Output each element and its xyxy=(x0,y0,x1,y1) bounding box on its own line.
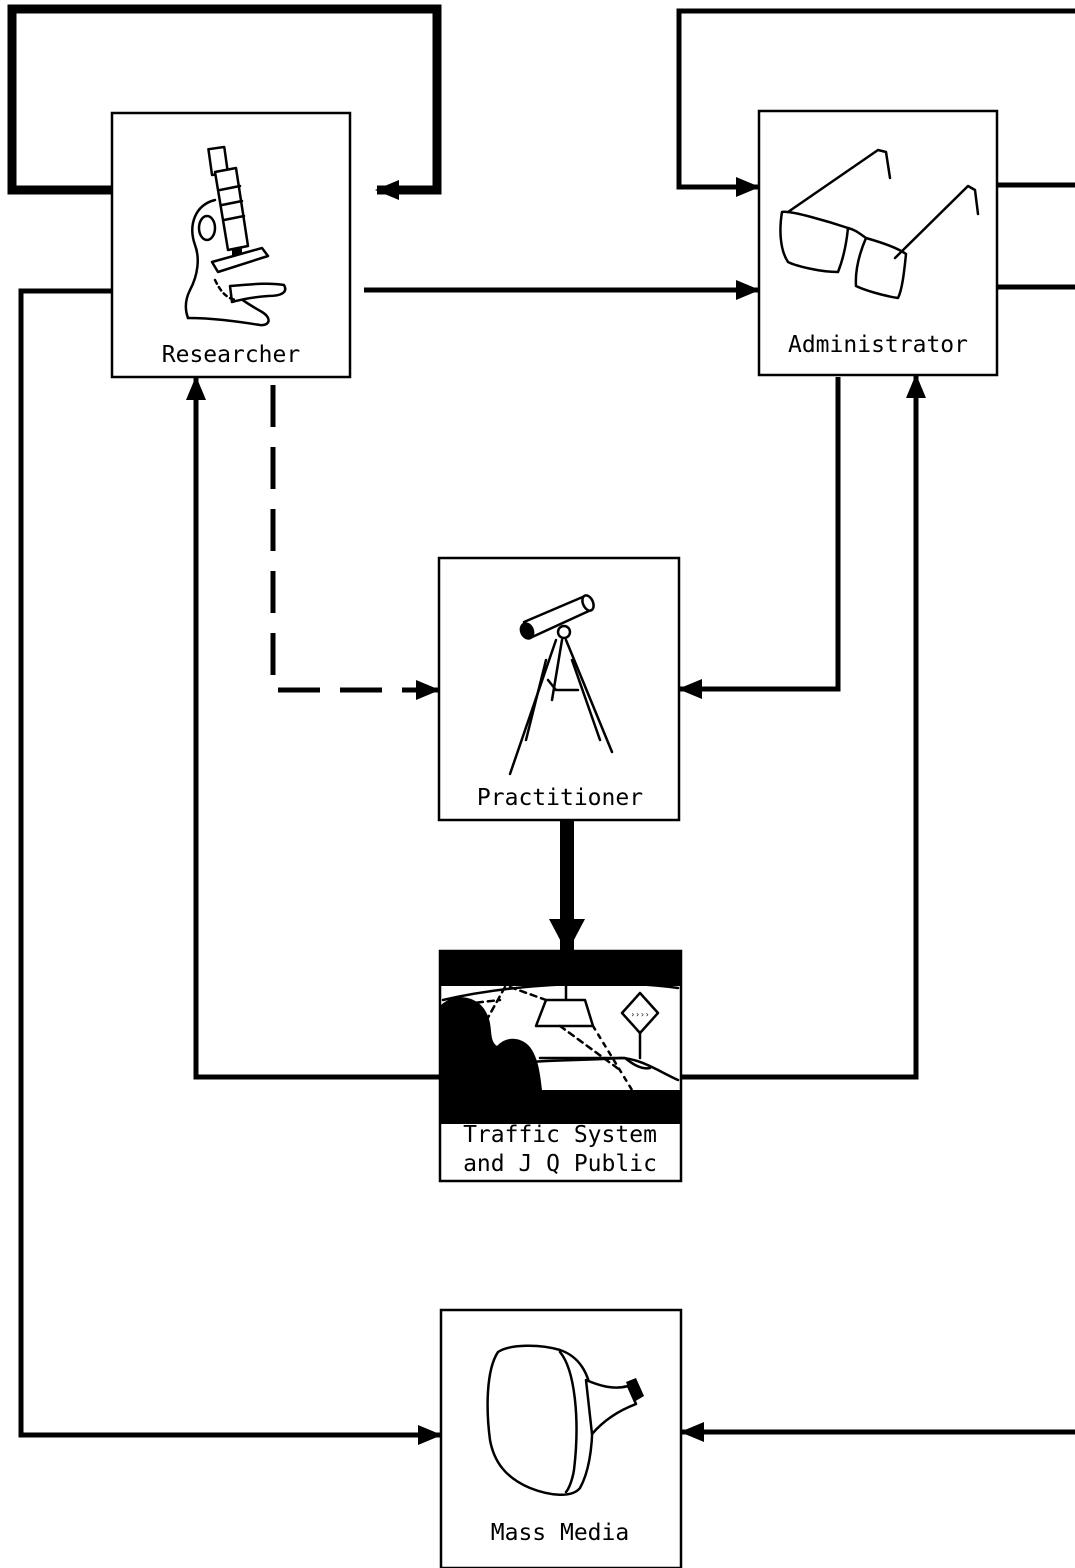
practitioner-label: Practitioner xyxy=(477,785,643,811)
researcher-to-mass-media-arrow xyxy=(21,291,440,1435)
administrator-to-practitioner-arrow xyxy=(680,377,838,689)
traffic-system-label-line1: Traffic System xyxy=(463,1122,657,1148)
practitioner-node: Practitioner xyxy=(439,558,679,820)
administrator-node: Administrator xyxy=(759,111,997,375)
mass-media-label: Mass Media xyxy=(491,1520,629,1546)
traffic-system-to-researcher-arrow xyxy=(196,378,440,1077)
researcher-node: Researcher xyxy=(112,113,350,377)
researcher-label: Researcher xyxy=(162,342,300,368)
researcher-to-practitioner-dashed-arrow xyxy=(273,385,438,690)
administrator-label: Administrator xyxy=(788,332,968,358)
traffic-system-node: ›››› Traffic System and J Q Public xyxy=(440,951,681,1181)
traffic-system-to-administrator-arrow xyxy=(681,376,916,1077)
mass-media-node: Mass Media xyxy=(441,1310,681,1568)
sign-glyph: ›››› xyxy=(630,1010,649,1019)
traffic-system-label-line2: and J Q Public xyxy=(463,1151,657,1177)
